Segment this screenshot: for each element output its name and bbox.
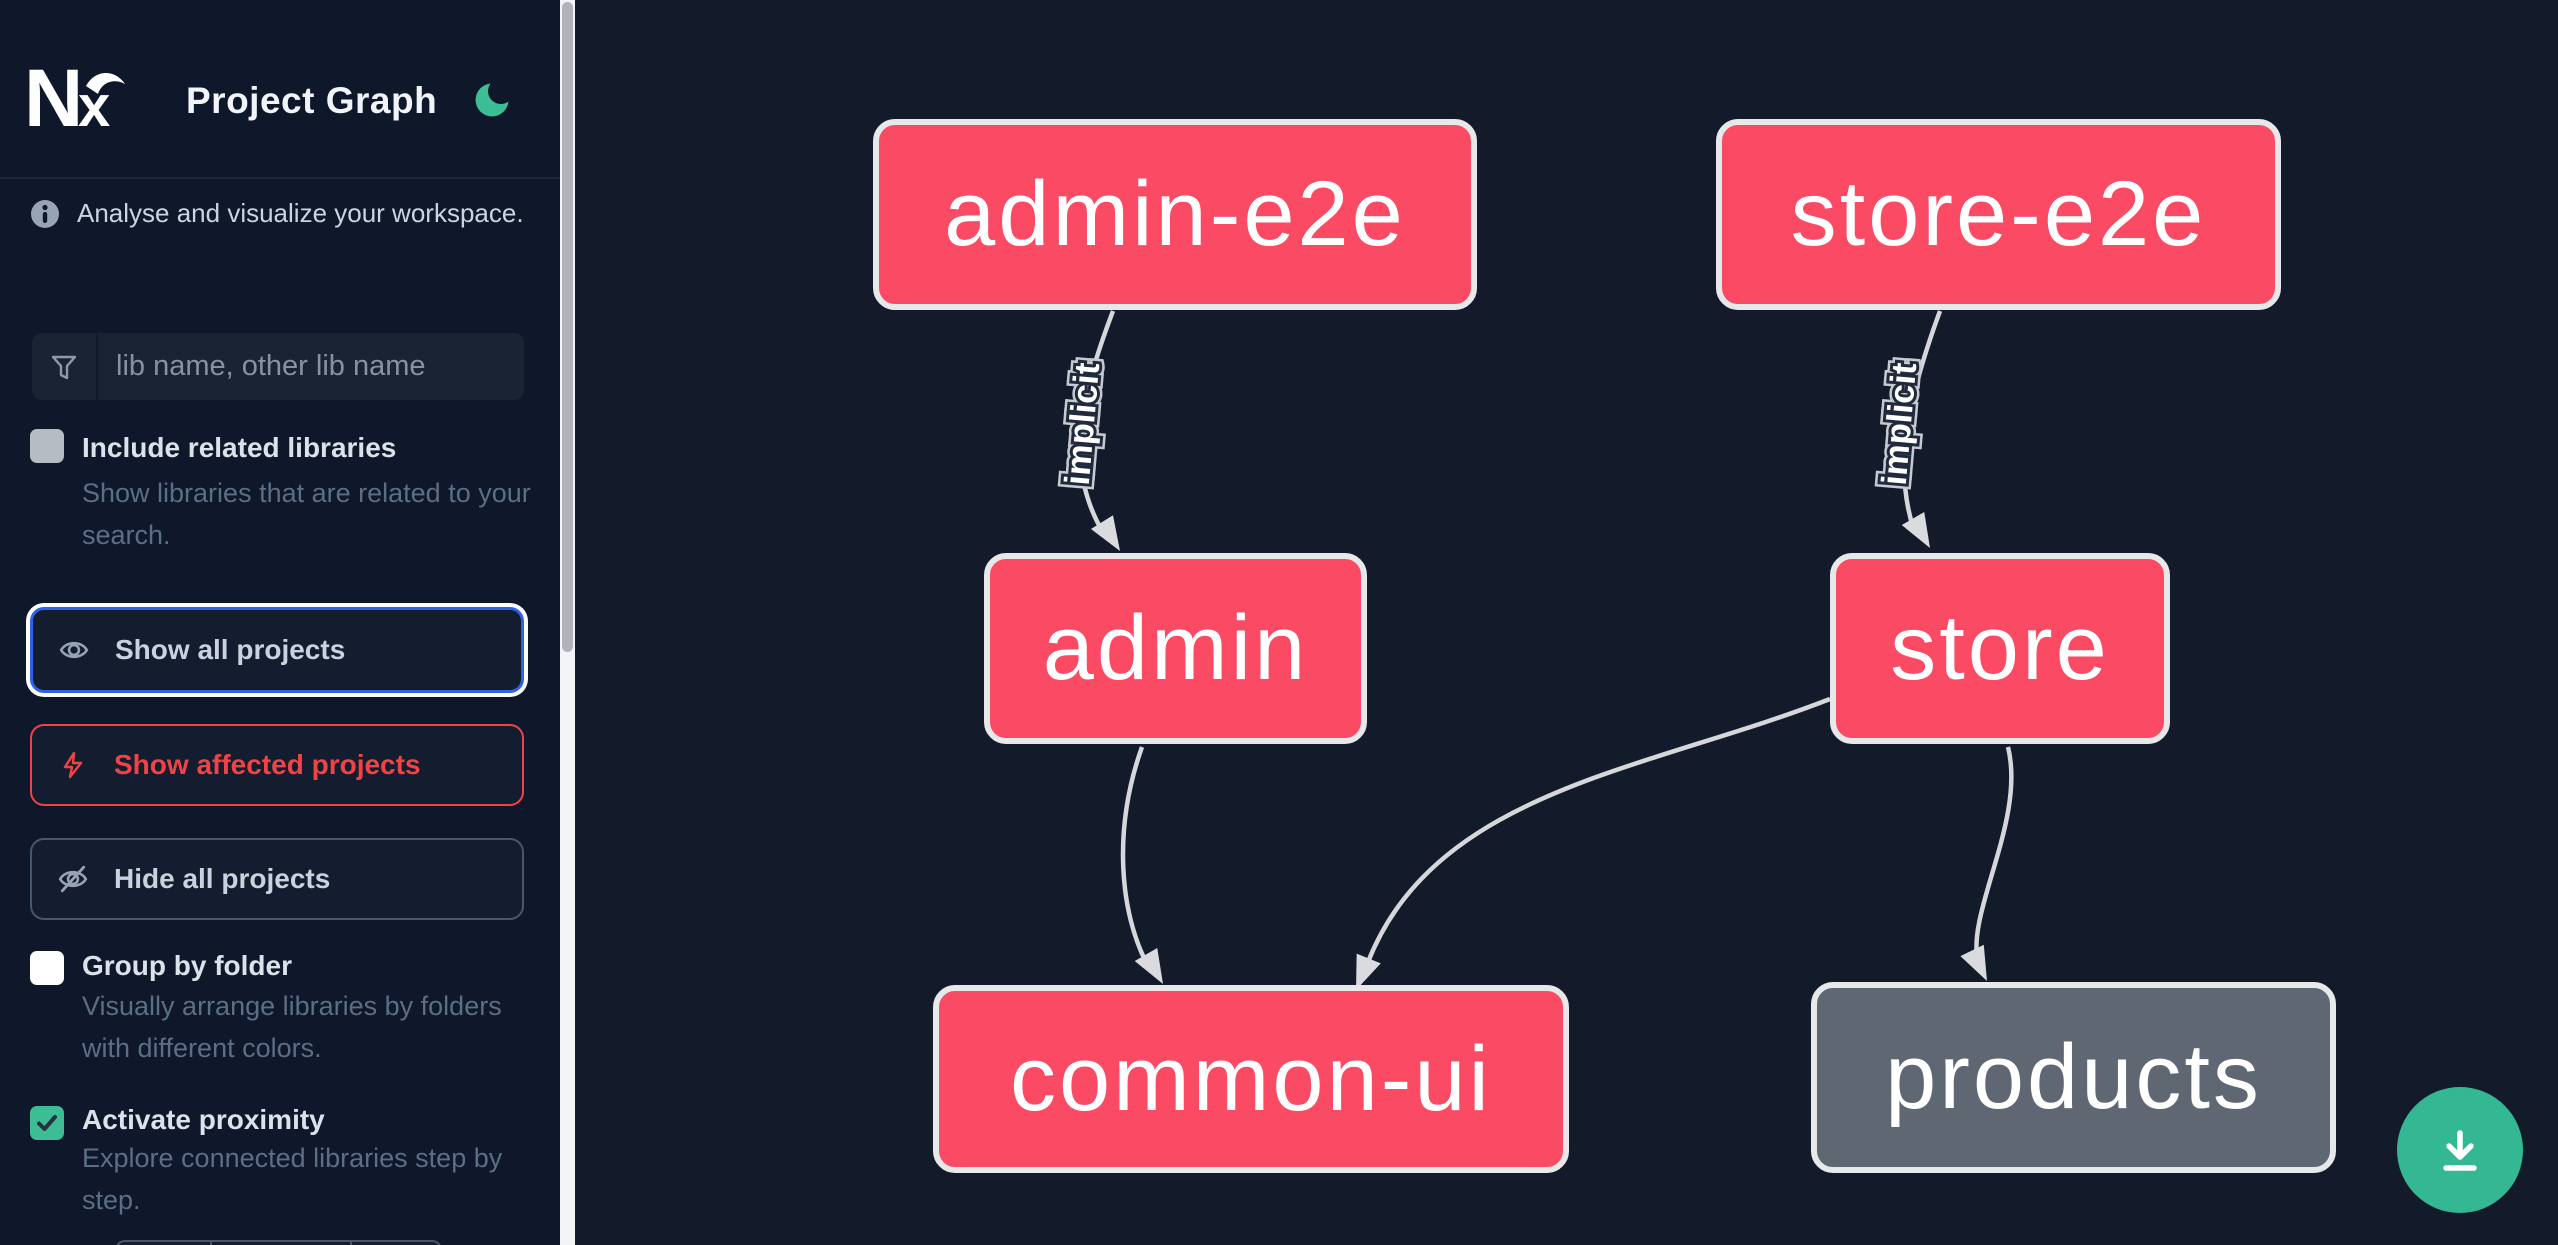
proximity-stepper xyxy=(115,1240,442,1245)
group-by-folder-label: Group by folder xyxy=(82,950,292,981)
hide-all-projects-button[interactable]: Hide all projects xyxy=(30,838,524,920)
arrowhead-icon xyxy=(1901,512,1930,548)
eye-off-icon xyxy=(58,865,88,893)
edge-store-to-common-ui[interactable] xyxy=(1365,696,1831,963)
info-icon xyxy=(31,199,59,228)
download-graph-button[interactable] xyxy=(2397,1087,2523,1213)
page-title: Project Graph xyxy=(186,80,438,121)
filter-funnel-icon xyxy=(32,333,98,400)
proximity-decrement-button[interactable] xyxy=(115,1240,210,1245)
arrowhead-icon xyxy=(1134,948,1163,984)
arrowhead-icon xyxy=(1090,515,1120,551)
graph-node-common-ui[interactable]: common-ui xyxy=(933,985,1569,1173)
show-all-projects-button[interactable]: Show all projects xyxy=(30,607,524,693)
graph-node-products[interactable]: products xyxy=(1811,982,2336,1173)
group-by-folder-checkbox[interactable] xyxy=(30,951,64,985)
group-by-folder-description: Visually arrange libraries by folders wi… xyxy=(82,991,502,1063)
workspace-tagline: Analyse and visualize your workspace. xyxy=(77,198,524,228)
include-related-checkbox[interactable] xyxy=(30,429,64,463)
edge-store-to-products[interactable] xyxy=(1974,746,2014,963)
graph-canvas[interactable] xyxy=(575,0,2558,1245)
sidebar-scrollbar-track[interactable] xyxy=(560,0,575,1245)
show-affected-projects-label: Show affected projects xyxy=(114,749,421,780)
include-related-description: Show libraries that are related to your … xyxy=(82,478,531,550)
activate-proximity-label: Activate proximity xyxy=(82,1104,325,1135)
proximity-value xyxy=(210,1240,350,1245)
sidebar: N x Project Graph Analyse and visualize … xyxy=(0,0,560,1245)
show-affected-projects-button[interactable]: Show affected projects xyxy=(30,724,524,806)
search-input[interactable] xyxy=(98,333,524,400)
svg-text:N: N xyxy=(28,60,83,136)
check-icon xyxy=(37,1115,57,1131)
nx-logo: N x xyxy=(28,60,125,136)
edge-admin-to-common-ui[interactable] xyxy=(1120,746,1150,968)
activate-proximity-description: Explore connected libraries step by step… xyxy=(82,1143,503,1215)
show-all-projects-label: Show all projects xyxy=(115,634,346,665)
sidebar-scrollbar-thumb[interactable] xyxy=(562,2,573,652)
graph-node-store[interactable]: store xyxy=(1830,553,2170,744)
library-search xyxy=(32,333,524,400)
activate-proximity-checkbox[interactable] xyxy=(30,1106,64,1140)
graph-node-admin[interactable]: admin xyxy=(984,553,1367,744)
header-divider xyxy=(0,177,560,179)
download-icon xyxy=(2443,1130,2477,1171)
hide-all-projects-label: Hide all projects xyxy=(114,863,331,894)
graph-node-admin-e2e[interactable]: admin-e2e xyxy=(873,119,1477,310)
arrowhead-icon xyxy=(1960,944,1987,981)
dark-mode-toggle[interactable] xyxy=(470,78,514,122)
edge-store-e2e-to-store[interactable] xyxy=(1902,310,1943,531)
include-related-label: Include related libraries xyxy=(82,432,397,463)
edge-admin-e2e-to-admin[interactable] xyxy=(1078,310,1116,536)
bolt-icon xyxy=(63,751,83,779)
arrowhead-icon xyxy=(1356,953,1381,990)
eye-icon xyxy=(59,641,89,659)
proximity-increment-button[interactable] xyxy=(350,1240,442,1245)
graph-node-store-e2e[interactable]: store-e2e xyxy=(1716,119,2281,310)
moon-icon xyxy=(475,83,509,117)
